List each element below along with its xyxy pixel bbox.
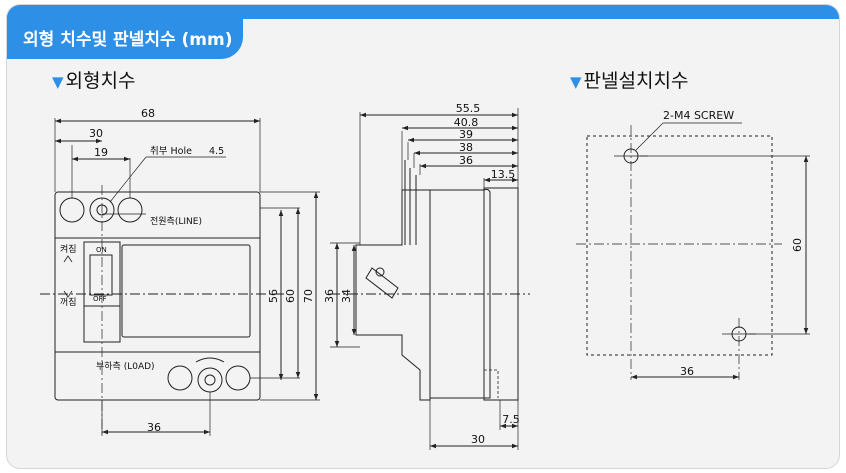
terminal-circle bbox=[197, 367, 223, 393]
on-text: ON bbox=[96, 246, 107, 254]
hole-label: 취부 Hole bbox=[150, 146, 192, 157]
off-label: 꺼짐 bbox=[60, 297, 77, 308]
dim-36-side: 36 bbox=[459, 154, 473, 167]
handle-lever bbox=[89, 254, 113, 296]
outline-heading-label: 외형치수 bbox=[65, 70, 136, 92]
dim-60-panel: 60 bbox=[791, 238, 804, 252]
panel-heading: ▼판넬설치치수 bbox=[570, 66, 688, 93]
hole-size: 4.5 bbox=[209, 146, 224, 157]
front-view bbox=[40, 118, 320, 436]
dim-13-5: 13.5 bbox=[491, 168, 516, 181]
panel-cutout bbox=[586, 135, 773, 356]
dim-55-5: 55.5 bbox=[456, 102, 481, 115]
side-view bbox=[330, 108, 530, 450]
side-view-labels: 55.5 40.8 39 38 36 13.5 7.5 30 36 34 bbox=[323, 102, 520, 446]
dim-70: 70 bbox=[302, 289, 315, 303]
terminal-circle bbox=[59, 197, 85, 223]
diagram-card: 외형 치수및 판넬치수 (mm) bbox=[6, 4, 840, 469]
dim-36-panel: 36 bbox=[680, 365, 694, 378]
dim-60: 60 bbox=[284, 289, 297, 303]
dim-34: 34 bbox=[340, 289, 353, 303]
triangle-marker-icon: ▼ bbox=[570, 73, 582, 91]
terminal-circle bbox=[117, 197, 143, 223]
front-view-labels: 68 30 19 36 취부 Hole 4.5 전원측(LINE) 부하측 (L… bbox=[60, 107, 315, 434]
dim-7-5: 7.5 bbox=[502, 413, 520, 426]
dim-56: 56 bbox=[267, 289, 280, 303]
front-body bbox=[54, 191, 261, 401]
dim-40-8: 40.8 bbox=[454, 116, 479, 129]
title-tab: 외형 치수및 판넬치수 (mm) bbox=[7, 15, 243, 59]
dim-38: 38 bbox=[459, 141, 473, 154]
on-label: 켜짐 bbox=[60, 244, 77, 255]
outline-heading: ▼외형치수 bbox=[52, 66, 135, 93]
dim-68: 68 bbox=[141, 107, 155, 120]
side-handle bbox=[365, 267, 399, 299]
dim-36: 36 bbox=[147, 421, 161, 434]
screw-label: 2-M4 SCREW bbox=[663, 109, 734, 122]
line-side-label: 전원측(LINE) bbox=[150, 216, 202, 227]
dim-19: 19 bbox=[94, 146, 108, 159]
off-text: OFF bbox=[93, 295, 107, 303]
triangle-marker-icon: ▼ bbox=[52, 73, 64, 91]
front-window bbox=[121, 244, 251, 338]
load-side-label: 부하측 (L0AD) bbox=[96, 361, 155, 372]
dim-30-side: 30 bbox=[471, 433, 485, 446]
panel-view-labels: 2-M4 SCREW 36 60 bbox=[663, 109, 804, 378]
dim-30: 30 bbox=[89, 127, 103, 140]
dim-36-vertical: 36 bbox=[323, 289, 336, 303]
page-title: 외형 치수및 판넬치수 (mm) bbox=[23, 29, 233, 50]
terminal-circle bbox=[167, 365, 193, 391]
terminal-circle bbox=[225, 365, 251, 391]
side-profile bbox=[355, 189, 431, 401]
dim-39: 39 bbox=[459, 128, 473, 141]
panel-view bbox=[576, 122, 810, 380]
panel-heading-label: 판넬설치치수 bbox=[583, 70, 689, 92]
